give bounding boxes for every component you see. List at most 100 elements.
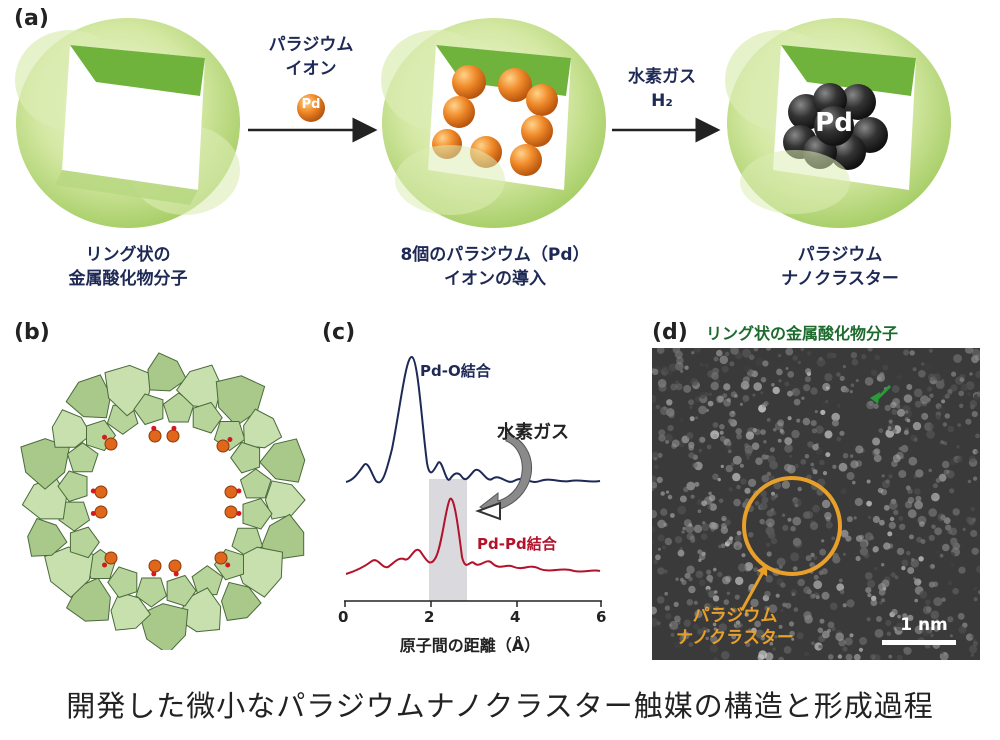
micrograph-speck [846,599,855,608]
micrograph-speck [816,357,826,367]
micrograph-speck [941,395,946,400]
micrograph-speck [688,445,694,451]
micrograph-speck [960,542,964,546]
pd-ion-badge-icon [297,94,325,122]
polyhedron [192,401,223,434]
micrograph-speck [861,354,867,360]
micrograph-speck [931,613,937,619]
micrograph-speck [935,403,942,410]
x-axis-ticks [344,601,602,607]
micrograph-speck [793,539,803,548]
micrograph-speck [830,602,838,611]
micrograph-speck [690,494,695,499]
micrograph-speck [846,472,855,480]
micrograph-speck [807,441,814,448]
hydrogen-arrow-head [475,501,501,521]
micrograph-speck [680,577,684,582]
polyhedron [220,581,262,621]
micrograph-speck [754,501,760,506]
micrograph-speck [677,505,687,515]
pd-atom [104,551,118,565]
micrograph-speck [686,599,694,606]
micrograph-speck [782,602,787,608]
micrograph-speck [879,372,885,377]
micrograph-speck [801,396,805,400]
micrograph-speck [881,651,886,656]
micrograph-speck [866,500,872,507]
micrograph-speck [947,389,953,395]
polyhedron [65,374,112,419]
micrograph-speck [926,602,931,607]
micrograph-speck [670,632,675,637]
micrograph-speck [965,418,972,425]
micrograph-speck [865,587,872,594]
micrograph-speck [966,610,974,619]
micrograph-speck [932,483,938,489]
micrograph-speck [867,593,872,598]
micrograph-speck [761,402,767,408]
micrograph-speck [796,632,804,640]
micrograph-speck [926,397,931,402]
micrograph-speck [734,394,738,398]
micrograph-speck [771,383,775,387]
micrograph-speck [950,384,958,392]
micrograph-speck [722,576,731,585]
panel-label-d: (d) [652,320,688,345]
panel-label-a: (a) [14,6,49,31]
micrograph-speck [858,647,864,652]
micrograph-speck [902,613,908,619]
micrograph-speck [744,445,754,454]
micrograph-speck [712,622,717,627]
micrograph-speck [934,527,942,536]
micrograph-speck [884,404,891,412]
micrograph-speck [805,368,812,375]
micrograph-speck [665,366,674,376]
xtick-6: 6 [596,608,607,626]
micrograph-speck [729,361,735,367]
micrograph-speck [787,517,792,522]
micrograph-speck [822,471,828,476]
micrograph-speck [665,613,672,620]
micrograph-speck [681,579,687,585]
micrograph-speck [783,646,792,654]
pd-atom [148,559,162,573]
micrograph-speck [824,430,833,439]
micrograph-speck [953,354,962,363]
micrograph-speck [883,504,890,511]
micrograph-speck [946,469,950,474]
micrograph-speck [733,624,737,628]
micrograph-speck [896,374,902,380]
micrograph-speck [652,406,656,411]
polyhedron [69,526,100,559]
micrograph-speck [851,358,859,366]
micrograph-speck [744,443,749,448]
micrograph-speck [689,416,695,422]
micrograph-speck [768,604,778,614]
micrograph-speck [959,403,964,408]
micrograph-speck [754,620,761,628]
micrograph-speck [761,454,768,460]
micrograph-speck [755,629,765,639]
micrograph-speck [895,404,901,409]
micrograph-speck [850,352,858,359]
ring-molecule-3 [725,18,951,228]
pd-pd-label: Pd-Pd結合 [477,535,557,553]
micrograph-speck [805,555,812,562]
micrograph-speck [781,480,790,489]
micrograph-speck [825,452,831,458]
micrograph-speck [797,486,802,492]
micrograph-speck [730,462,735,466]
micrograph-speck [935,380,945,389]
micrograph-speck [931,524,936,529]
micrograph-speck [836,583,845,592]
micrograph-speck [804,651,810,657]
micrograph-speck [935,478,941,483]
micrograph-speck [774,635,778,639]
micrograph-speck [766,509,774,517]
micrograph-speck [719,435,726,442]
micrograph-speck [675,380,679,384]
micrograph-speck [688,452,695,459]
micrograph-speck [960,383,969,392]
micrograph-speck [657,519,666,529]
micrograph-speck [759,502,768,511]
